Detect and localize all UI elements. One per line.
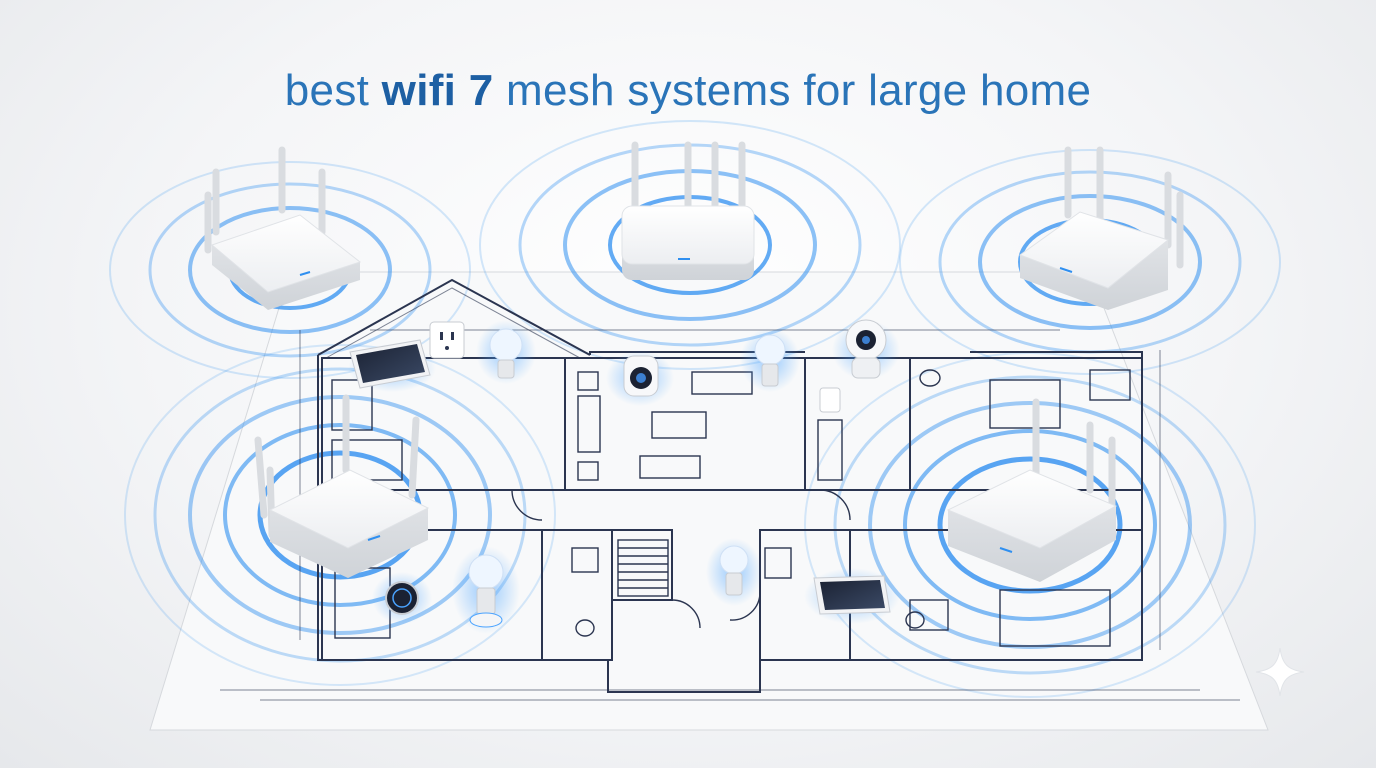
headline: best wifi 7 mesh systems for large home <box>0 66 1376 116</box>
mesh-router-top-right <box>1018 146 1184 310</box>
thermostat-icon <box>372 572 432 624</box>
headline-part-3: mesh systems for large home <box>493 66 1092 115</box>
staircase <box>617 539 669 597</box>
headline-part-1: best <box>284 66 382 115</box>
mesh-router-top-left <box>204 146 362 310</box>
smart-bulb-icon-4 <box>706 538 762 606</box>
headline-part-2: wifi 7 <box>381 66 494 115</box>
security-camera-icon-2 <box>832 319 900 380</box>
tablet-icon-2 <box>804 568 900 624</box>
smart-bulb-icon-2 <box>740 328 800 392</box>
mesh-router-bottom-left <box>254 394 430 578</box>
smart-bulb-icon-3 <box>452 546 520 634</box>
signal-router-bottom-right <box>804 352 1256 698</box>
smart-bulb-icon <box>476 320 536 384</box>
tablet-icon <box>348 339 436 392</box>
sensor-icon <box>819 387 841 413</box>
bedroom-furniture <box>331 369 1131 647</box>
floor-plan <box>220 278 1240 701</box>
security-camera-icon <box>606 350 674 406</box>
smart-plug-icon <box>429 321 465 359</box>
mesh-router-top-center <box>621 141 755 280</box>
mesh-router-bottom-right <box>946 398 1118 582</box>
sparkle-icon <box>1255 647 1305 697</box>
